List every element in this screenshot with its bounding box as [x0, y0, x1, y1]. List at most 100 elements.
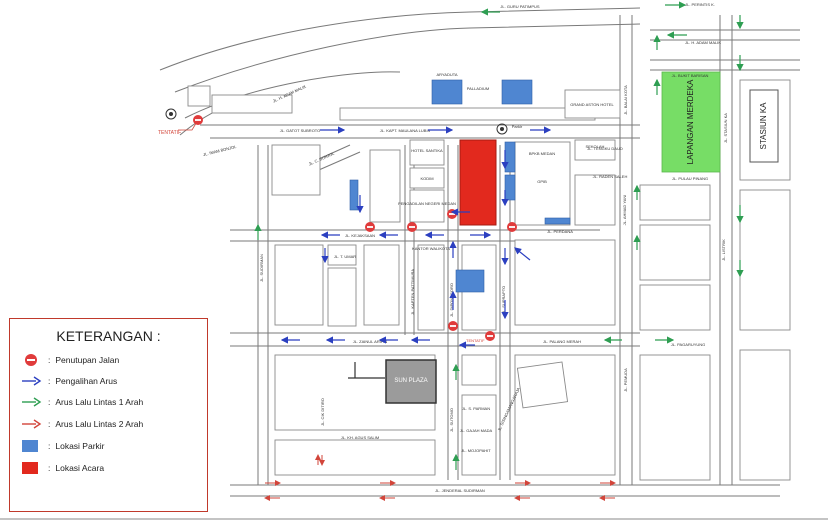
legend-item: : Penutupan Jalan — [20, 353, 119, 367]
parking-lot — [455, 269, 485, 293]
green-arrow-icon — [20, 395, 42, 409]
legend-colon: : — [48, 441, 51, 451]
no-entry-icon — [407, 222, 417, 232]
lapangan-merdeka — [661, 71, 721, 173]
building-label: Parkir — [512, 124, 523, 129]
street-label: JL. H. ADAM MALIK — [685, 40, 721, 45]
roundabout-icon — [500, 127, 504, 131]
street-label: JL. TENGKU DAUD — [587, 146, 623, 151]
street-label: JL. T. UMAR — [334, 254, 356, 259]
building-label: KODIM — [420, 176, 433, 181]
roundabout-icon — [496, 123, 508, 135]
tentative-label: TENTATIF — [466, 338, 485, 343]
street-label: JL. IMAM BONJOL — [203, 144, 238, 157]
building-label: BPKB MEDAN — [529, 151, 555, 156]
stasiun-ka-label: STASIUN KA — [759, 102, 768, 150]
no-entry-icon — [485, 331, 495, 341]
sun-plaza-label: SUN PLAZA — [394, 378, 427, 384]
legend-label: Pengalihan Arus — [55, 376, 118, 386]
street-label: JL. KEJAKSAAN — [345, 233, 375, 238]
legend-label: Lokasi Parkir — [55, 441, 105, 451]
parking-lot — [501, 79, 533, 105]
legend-label: Lokasi Acara — [55, 463, 105, 473]
legend-colon: : — [48, 463, 51, 473]
building-label: SEKOLAH — [586, 144, 605, 149]
street-label: JL. KAPT. MAULANA LUBIS — [380, 128, 431, 133]
street-label: JL. BALAI KOTA — [623, 85, 628, 115]
legend-colon: : — [48, 355, 51, 365]
street-label: JL. GATOT SUBROTO — [280, 128, 321, 133]
legend-item: : Lokasi Parkir — [20, 439, 105, 453]
lapangan-merdeka-label: LAPANGAN MERDEKA — [686, 79, 695, 164]
no-entry-icon — [365, 222, 375, 232]
street-label: JL. BUKIT BARISAN — [672, 73, 709, 78]
parking-lot — [504, 141, 516, 173]
legend-item: : Arus Lalu Lintas 1 Arah — [20, 395, 143, 409]
street-label: JL. STASIUN KA — [723, 113, 728, 143]
street-label: JL. S. PARMAN — [462, 406, 490, 411]
roundabout-icon — [169, 112, 173, 116]
diversion-arrows — [280, 126, 552, 349]
building-label: ARYADUTA — [436, 72, 457, 77]
stasiun-ka-building — [749, 89, 779, 163]
building-label: GPIB — [537, 179, 547, 184]
street-label: JL. RADEN SALEH — [593, 174, 628, 179]
street-label: JL. KH. AGUS SALIM — [341, 435, 379, 440]
legend-label: Arus Lalu Lintas 1 Arah — [55, 397, 144, 407]
blue-arrow-icon — [514, 247, 531, 261]
one-way-arrows — [254, 1, 744, 470]
street-label: JL. SUPRAPTO — [501, 286, 506, 314]
no-entry-icon — [507, 222, 517, 232]
tentative-label: TENTATIF — [158, 130, 181, 136]
street-label: JL. AHMAD YANI — [622, 195, 627, 226]
street-label: JL. PALANG MERAH — [543, 339, 581, 344]
building-label: PENGADILAN NEGERI MEDAN — [398, 201, 456, 206]
parking-swatch — [20, 439, 42, 453]
legend-item: : Lokasi Acara — [20, 461, 104, 475]
street-label: JL. SUTOMO — [449, 408, 454, 432]
street-label: JL. GAJAH MADA — [460, 428, 493, 433]
roundabout-icon — [165, 108, 177, 120]
parking-lot — [504, 174, 516, 201]
no-entry-icon — [447, 209, 457, 219]
two-way-arrows — [264, 454, 616, 501]
street-label: JL. KAPTEN PATTIMURA — [410, 269, 415, 315]
building-label: HOTEL SANTIKA — [411, 148, 443, 153]
building-label: GRAND ASTON HOTEL — [570, 102, 614, 107]
parking-lot — [544, 217, 571, 225]
no-entry-icon — [20, 353, 42, 367]
red-arrow-icon — [20, 417, 42, 431]
sun-plaza — [385, 359, 437, 404]
street-label: JL. PEMUDA — [623, 368, 628, 392]
legend-colon: : — [48, 419, 51, 429]
road-network — [159, 7, 800, 497]
street-label: JL. ZAINUL ARIFIN — [353, 339, 388, 344]
legend-label: Arus Lalu Lintas 2 Arah — [55, 419, 144, 429]
event-swatch — [20, 461, 42, 475]
building-label: PALLADIUM — [467, 86, 489, 91]
street-label: JL. LISTRIK — [721, 239, 726, 261]
street-label: JL. CIK DITIRO — [320, 398, 325, 426]
parking-lot — [349, 179, 359, 211]
parking-areas — [349, 79, 571, 293]
street-label: JL. PAGARUYUNG — [671, 342, 706, 347]
legend-item: : Pengalihan Arus — [20, 374, 117, 388]
no-entry-icon — [193, 115, 203, 125]
legend-title: KETERANGAN : — [56, 328, 161, 344]
event-location — [459, 139, 497, 226]
blue-arrow-icon — [20, 374, 42, 388]
street-label: JL. PERDANA — [547, 229, 573, 234]
street-label: JL. PULAU PINANG — [672, 176, 708, 181]
street-label: JL. PERINTIS K. — [685, 2, 715, 7]
street-label: JL. SUDIRMAN — [259, 254, 264, 282]
legend-colon: : — [48, 397, 51, 407]
legend-label: Penutupan Jalan — [55, 355, 120, 365]
building-label: KANTOR WALIKOTA — [412, 246, 450, 251]
street-label: JL. JENDERAL SUDIRMAN — [435, 488, 485, 493]
building-labels: HOTEL SANTIKA KODIM PENGADILAN NEGERI ME… — [398, 72, 614, 251]
no-entry-icon — [448, 321, 458, 331]
city-blocks — [187, 79, 791, 481]
legend-item: : Arus Lalu Lintas 2 Arah — [20, 417, 143, 431]
legend-colon: : — [48, 376, 51, 386]
